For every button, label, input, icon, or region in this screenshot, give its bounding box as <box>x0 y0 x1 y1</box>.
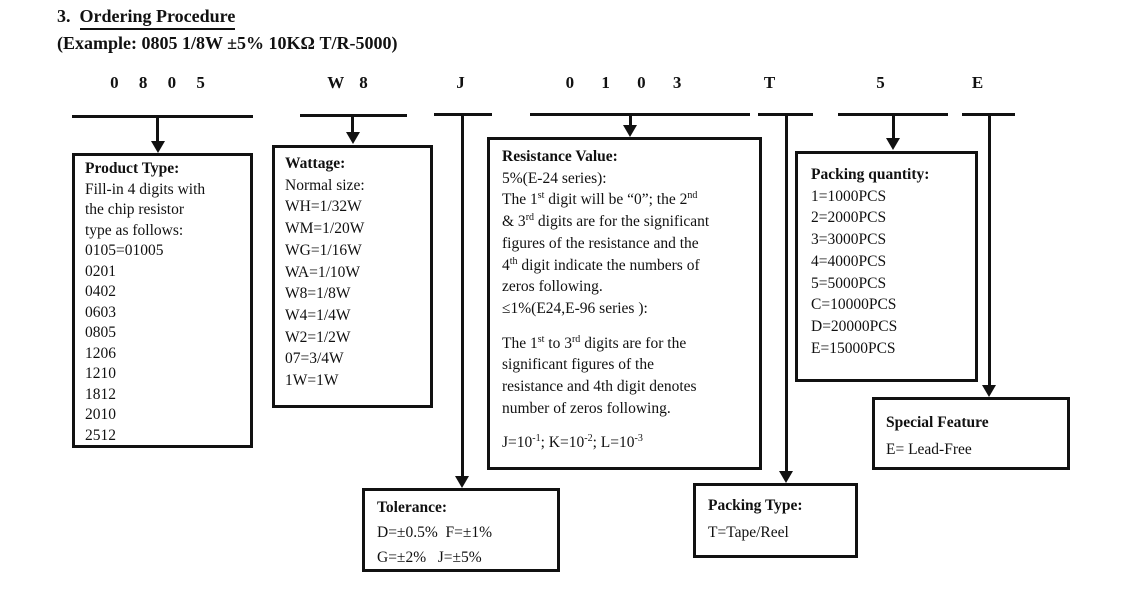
box-line: 1206 <box>85 344 116 362</box>
arrowhead-packing-type <box>779 471 793 483</box>
box-line: 2=2000PCS <box>811 209 887 227</box>
box-line <box>502 320 753 333</box>
box-line: WM=1/20W <box>285 220 365 238</box>
box-line: 5=5000PCS <box>811 274 887 292</box>
box-line: & 3rd digits are for the significant <box>502 211 710 231</box>
box-line: 5%(E-24 series): <box>502 169 607 187</box>
arrow-stem-resistance-value <box>629 115 632 126</box>
box-line: 0201 <box>85 262 116 280</box>
arrow-stem-wattage <box>351 116 354 133</box>
arrow-stem-packing-type <box>785 113 788 472</box>
box-line: 07=3/4W <box>285 350 344 368</box>
arrowhead-tolerance <box>455 476 469 488</box>
packing-type-box-body: T=Tape/Reel <box>708 519 851 546</box>
arrow-stem-packing-quantity <box>892 115 895 139</box>
code-wattage: W 8 <box>327 73 369 92</box>
box-line: type as follows: <box>85 221 184 239</box>
arrowhead-product-type <box>151 141 165 153</box>
section-number: 3. <box>57 6 71 26</box>
box-line: E=15000PCS <box>811 339 896 357</box>
product-type-box-body: Fill-in 4 digits with the chip resistor ty… <box>85 180 246 447</box>
box-line: 0402 <box>85 283 116 300</box>
box-line: 0105=01005 <box>85 242 164 259</box>
arrow-stem-tolerance <box>461 113 464 477</box>
code-packing-quantity: 5 <box>876 73 886 92</box>
section-title: Ordering Procedure <box>79 6 236 30</box>
packing-type-box: Packing Type: T=Tape/Reel <box>693 483 858 558</box>
box-line: D=±0.5% F=±1% <box>377 524 493 541</box>
arrow-stem-product-type <box>156 117 159 142</box>
box-line: 1210 <box>85 365 116 382</box>
code-product-type: 0 8 0 5 <box>110 73 206 92</box>
special-feature-box-title: Special Feature <box>886 414 989 431</box>
box-line: W2=1/2W <box>285 328 351 346</box>
packing-quantity-box-title: Packing quantity: <box>811 166 930 183</box>
example-line: (Example: 0805 1/8W ±5% 10KΩ T/R-5000) <box>57 33 398 53</box>
resistance-value-box-title: Resistance Value: <box>502 148 618 165</box>
underline-packing-quantity <box>838 113 948 116</box>
box-line: T=Tape/Reel <box>708 524 789 541</box>
box-line: 1812 <box>85 385 116 403</box>
box-line: 0805 <box>85 324 116 341</box>
arrowhead-special-feature <box>982 385 996 397</box>
resistance-value-box: Resistance Value: 5%(E-24 series): The 1s… <box>487 137 762 470</box>
code-resistance-value: 0 1 0 3 <box>565 73 683 92</box>
arrowhead-resistance-value <box>623 125 637 137</box>
box-line: zeros following. <box>502 278 603 296</box>
underline-product-type <box>72 115 253 118</box>
wattage-box: Wattage: Normal size: WH=1/32W WM=1/20W WG=… <box>272 145 433 408</box>
box-line: 4=4000PCS <box>811 252 887 270</box>
box-line: The 1st digit will be “0”; the 2nd <box>502 190 698 209</box>
box-line: WA=1/10W <box>285 263 361 281</box>
box-line: G=±2% J=±5% <box>377 549 482 566</box>
code-special-feature: E <box>971 73 985 92</box>
box-line: J=10-1; K=10-2; L=10-3 <box>502 433 643 452</box>
box-line: the chip resistor <box>85 201 185 218</box>
arrowhead-packing-quantity <box>886 138 900 150</box>
special-feature-box: Special Feature E= Lead-Free <box>872 397 1070 470</box>
tolerance-box: Tolerance: D=±0.5% F=±1% G=±2% J=±5% <box>362 488 560 572</box>
box-line <box>502 419 753 432</box>
underline-wattage <box>300 114 407 117</box>
section-heading: 3. Ordering Procedure <box>57 6 236 30</box>
arrow-stem-special-feature <box>988 113 991 386</box>
packing-quantity-box: Packing quantity: 1=1000PCS 2=2000PCS 3=30… <box>795 151 978 382</box>
box-line: W4=1/4W <box>285 306 351 324</box>
packing-type-box-title: Packing Type: <box>708 497 803 514</box>
special-feature-box-body: E= Lead-Free <box>886 436 1063 463</box>
box-line: Normal size: <box>285 176 365 194</box>
box-line: 4th digit indicate the numbers of <box>502 255 700 274</box>
packing-quantity-box-body: 1=1000PCS 2=2000PCS 3=3000PCS 4=4000PCS 5=50… <box>811 186 971 360</box>
box-line: C=10000PCS <box>811 296 897 314</box>
box-line: 1W=1W <box>285 372 339 390</box>
resistance-value-box-body: 5%(E-24 series): The 1st digit will be “0… <box>502 168 753 454</box>
box-line: ≤1%(E24,E-96 series ): <box>502 299 648 317</box>
code-packing-type: T <box>763 73 777 92</box>
code-tolerance: J <box>456 73 466 92</box>
box-line: number of zeros following. <box>502 399 671 417</box>
box-line: 0603 <box>85 303 116 321</box>
wattage-box-title: Wattage: <box>285 155 346 172</box>
box-line: 1=1000PCS <box>811 187 887 205</box>
wattage-box-body: Normal size: WH=1/32W WM=1/20W WG=1/16W WA=1… <box>285 175 426 392</box>
box-line: resistance and 4th digit denotes <box>502 378 697 396</box>
arrowhead-wattage <box>346 132 360 144</box>
box-line: figures of the resistance and the <box>502 234 699 252</box>
box-line: E= Lead-Free <box>886 441 972 458</box>
box-line: The 1st to 3rd digits are for the <box>502 333 687 352</box>
tolerance-box-body: D=±0.5% F=±1% G=±2% J=±5% <box>377 520 553 570</box>
box-line: 3=3000PCS <box>811 231 887 249</box>
product-type-box-title: Product Type: <box>85 160 180 177</box>
product-type-box: Product Type: Fill-in 4 digits with the c… <box>72 153 253 448</box>
box-line: D=20000PCS <box>811 317 898 335</box>
box-line: WG=1/16W <box>285 241 362 259</box>
box-line: significant figures of the <box>502 356 654 374</box>
box-line: WH=1/32W <box>285 198 362 216</box>
underline-resistance-value <box>530 113 750 116</box>
box-line: 2512 <box>85 426 116 444</box>
tolerance-box-title: Tolerance: <box>377 499 448 516</box>
box-line: W8=1/8W <box>285 285 351 303</box>
box-line: 2010 <box>85 406 116 423</box>
box-line: Fill-in 4 digits with <box>85 180 206 198</box>
